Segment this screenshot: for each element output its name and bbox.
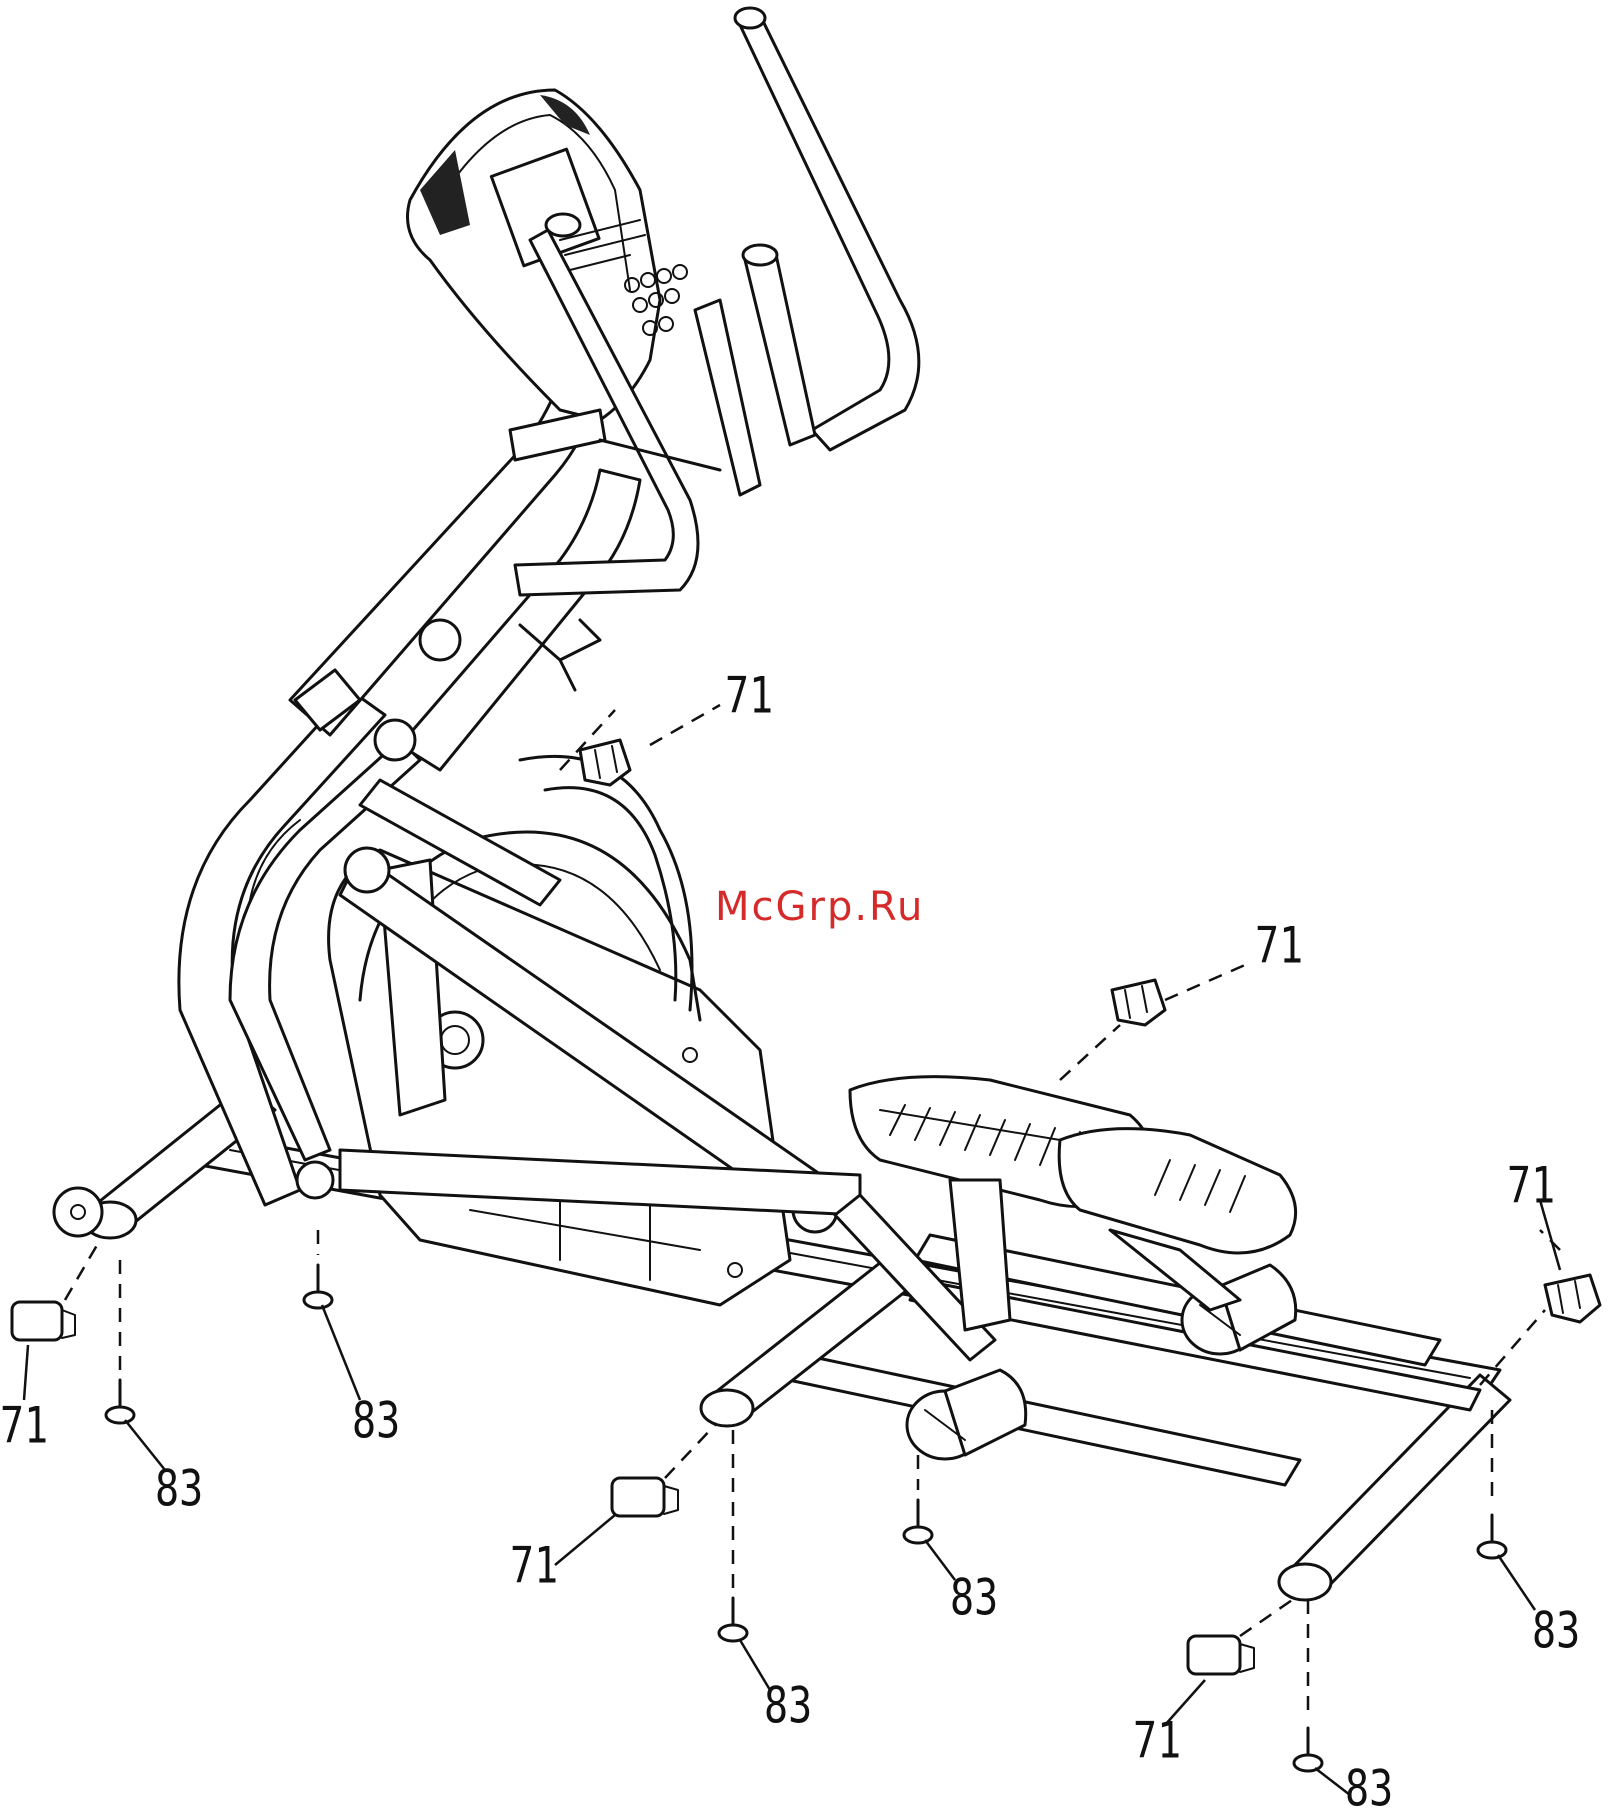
leveler-83-f — [1294, 1728, 1322, 1771]
watermark-text: McGrp.Ru — [715, 884, 924, 930]
handlebars — [510, 8, 919, 595]
callout-71-upper: 71 — [725, 666, 773, 725]
end-cap-71-b — [1112, 980, 1165, 1025]
rear-pedal — [1059, 1129, 1295, 1253]
end-cap-71-e — [612, 1478, 678, 1516]
callout-71-rear-right: 71 — [1507, 1156, 1555, 1215]
pulse-grip-right — [745, 250, 815, 445]
end-cap-71-d — [12, 1302, 75, 1340]
callout-83-middle-center: 83 — [950, 1568, 998, 1627]
callout-83-front-center: 83 — [352, 1391, 400, 1450]
callout-83-front-left: 83 — [155, 1459, 203, 1518]
leveler-83-d — [719, 1598, 747, 1641]
leveler-83-b — [304, 1265, 332, 1308]
callout-71-middle-left: 71 — [510, 1536, 558, 1595]
end-cap-71-f — [1188, 1636, 1254, 1674]
leveler-83-e — [1478, 1515, 1506, 1558]
end-cap-71-c — [1545, 1275, 1600, 1322]
callout-71-rear-left: 71 — [1133, 1711, 1181, 1770]
rear-left-tube-end — [1279, 1564, 1331, 1600]
middle-left-tube-end — [701, 1390, 753, 1426]
callout-83-middle-left: 83 — [764, 1676, 812, 1735]
leveler-83-c — [904, 1500, 932, 1543]
mast-pivot-cap — [420, 620, 460, 660]
callout-83-rear-left: 83 — [1345, 1759, 1393, 1813]
leveler-83-a — [106, 1380, 134, 1423]
callout-71-front-left: 71 — [0, 1396, 48, 1455]
callout-83-rear-right: 83 — [1532, 1601, 1580, 1660]
transport-wheel — [54, 1188, 102, 1236]
right-moving-handle — [740, 15, 919, 450]
callout-71-pedal: 71 — [1255, 916, 1303, 975]
